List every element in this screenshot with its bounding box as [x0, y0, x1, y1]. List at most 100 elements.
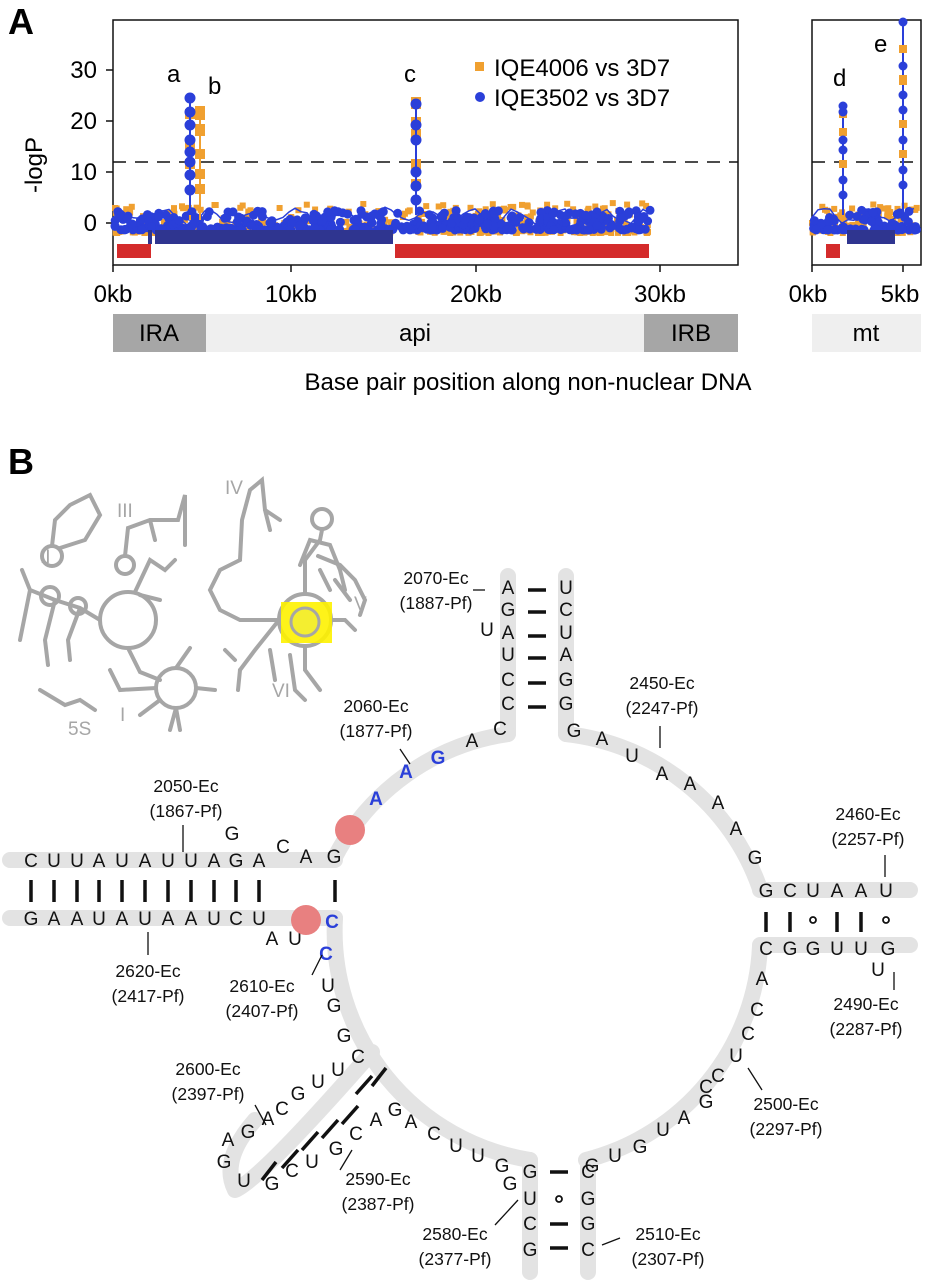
domain-v-label: V: [354, 594, 367, 615]
domain-i-label: I: [120, 705, 125, 726]
scatter-point-orange: [447, 208, 454, 215]
scatter-point-blue: [438, 223, 448, 233]
scatter-point-blue: [549, 225, 559, 235]
scatter-point-orange: [446, 213, 453, 220]
nucleotide: C: [581, 1240, 595, 1261]
scatter-point-orange: [897, 216, 904, 223]
scatter-point-blue: [146, 222, 156, 232]
nucleotide: C: [759, 939, 773, 960]
scatter-point-blue: [868, 207, 878, 217]
scatter-point-blue: [246, 221, 256, 230]
nucleotide: G: [585, 1156, 600, 1177]
nucleotide: U: [480, 620, 494, 641]
scatter-point-blue: [845, 210, 855, 220]
nucleotide: A: [831, 881, 844, 902]
scatter-point-blue: [424, 210, 434, 220]
nucleotide: A: [502, 578, 515, 599]
scatter-point-orange: [901, 202, 908, 209]
scatter-point-blue: [483, 219, 493, 229]
scatter-point-orange: [211, 202, 218, 208]
nucleotide: G: [329, 1139, 344, 1160]
scatter-point-orange: [276, 205, 283, 211]
scatter-point-blue: [607, 221, 617, 231]
scatter-point-blue: [265, 218, 275, 228]
nucleotide: A: [370, 1110, 383, 1131]
base-pair-bond: [280, 1148, 300, 1170]
base-pair-bond: [320, 1118, 340, 1140]
scatter-point-orange: [524, 202, 531, 209]
scatter-point-blue: [460, 214, 470, 224]
mt-scatter-points: [809, 201, 921, 236]
nucleotide-highlight: C: [325, 912, 339, 933]
scatter-point-orange: [603, 229, 610, 236]
nucleotide: U: [184, 851, 198, 872]
scatter-point-blue: [474, 215, 484, 225]
domain-vi-label: VI: [272, 681, 290, 702]
y-axis-label: -logP: [21, 137, 48, 193]
nucleotide: A: [208, 851, 221, 872]
xtick-mt-0kb: 0kb: [789, 281, 828, 308]
nucleotide: U: [161, 851, 175, 872]
scatter-point-blue: [335, 217, 345, 227]
scatter-point-blue: [645, 205, 655, 215]
nucleotide: U: [559, 578, 573, 599]
nucleotide: A: [405, 1112, 418, 1133]
gu-pair-dot: [809, 916, 817, 924]
scatter-point-orange: [639, 200, 646, 207]
nucleotide: U: [331, 1060, 345, 1081]
nucleotide: C: [493, 719, 507, 740]
scatter-point-orange: [123, 206, 130, 213]
scatter-point-blue: [548, 209, 558, 219]
nucleotide: A: [678, 1108, 691, 1129]
rrna-secondary-structure-thumbnail: [18, 476, 368, 732]
peak-a-blue: [184, 92, 196, 215]
scatter-point-orange: [423, 203, 430, 210]
scatter-point-orange: [894, 205, 901, 212]
scatter-point-orange: [401, 210, 408, 217]
nucleotide: G: [581, 1189, 596, 1210]
scatter-point-orange: [128, 203, 135, 210]
scatter-point-orange: [840, 218, 847, 225]
nucleotide: A: [756, 969, 769, 990]
label-2257-pf: (2257-Pf): [832, 829, 905, 849]
scatter-point-orange: [608, 230, 615, 236]
scatter-point-blue: [571, 209, 580, 219]
scatter-point-orange: [880, 205, 887, 212]
domain-v-highlight-circle: [289, 606, 321, 638]
scatter-point-blue: [357, 209, 367, 219]
label-2050-ec: 2050-Ec: [153, 776, 218, 796]
scatter-point-orange: [885, 205, 892, 212]
scatter-point-blue: [563, 210, 573, 220]
nucleotide: G: [225, 824, 240, 845]
scatter-point-orange: [360, 201, 367, 207]
panel-b-letter: B: [8, 441, 34, 482]
nucleotide: A: [684, 774, 697, 795]
nucleotide: U: [625, 746, 639, 767]
scatter-point-orange: [185, 204, 192, 211]
nucleotide: C: [711, 1066, 725, 1087]
scatter-point-blue: [257, 212, 267, 222]
label-2060-ec: 2060-Ec: [343, 696, 408, 716]
nucleotide: A: [222, 1130, 235, 1151]
nucleotide: G: [495, 1156, 510, 1177]
scatter-point-blue: [186, 223, 196, 233]
nucleotide: C: [501, 670, 515, 691]
nucleotide: A: [262, 1109, 275, 1130]
nucleotide: U: [115, 851, 129, 872]
label-2510-ec: 2510-Ec: [635, 1224, 700, 1244]
scatter-point-blue: [120, 225, 129, 234]
region-mt: mt: [853, 320, 880, 347]
label-2620-ec: 2620-Ec: [115, 961, 180, 981]
scatter-point-blue: [295, 220, 305, 230]
scatter-point-blue: [110, 221, 120, 231]
scatter-point-blue: [617, 213, 627, 223]
region-bar: IRA api IRB mt: [113, 314, 921, 352]
nucleotide: A: [93, 851, 106, 872]
domain-ii-label: II: [40, 547, 51, 568]
scatter-point-blue: [857, 205, 867, 215]
scatter-point-blue: [232, 217, 242, 227]
nucleotide: U: [305, 1152, 319, 1173]
nucleotide: C: [427, 1124, 441, 1145]
scatter-point-blue: [451, 206, 461, 216]
label-2610-ec: 2610-Ec: [229, 976, 294, 996]
